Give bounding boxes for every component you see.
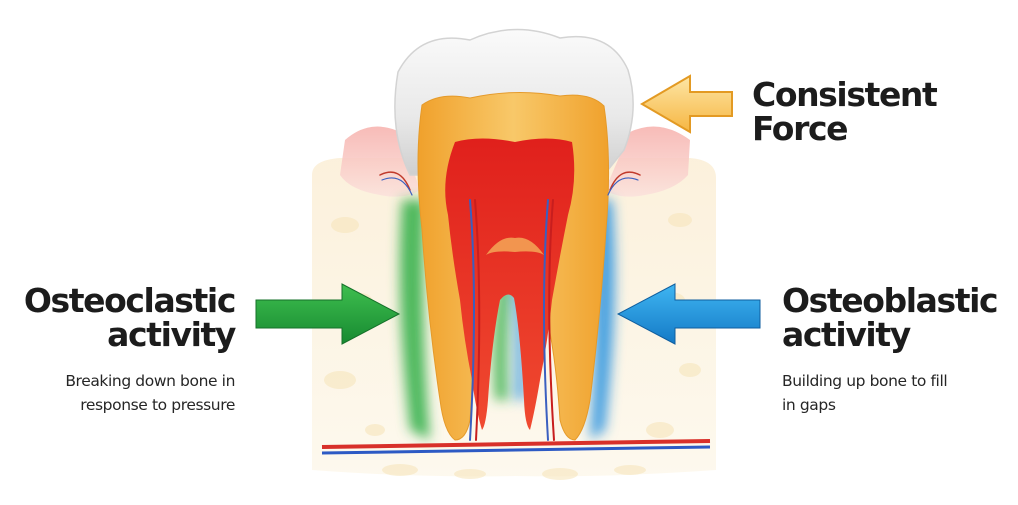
osteoclastic-line2: activity bbox=[107, 315, 236, 354]
force-arrow-icon bbox=[640, 74, 733, 134]
base-vessels bbox=[321, 439, 711, 455]
arrow-left-icon bbox=[616, 283, 761, 345]
arrow-right-icon bbox=[255, 283, 401, 345]
force-line2: Force bbox=[752, 109, 849, 148]
force-line1: Consistent bbox=[752, 75, 938, 114]
osteoblastic-heading: Osteoblastic activity bbox=[782, 281, 999, 354]
blood-vessels bbox=[379, 171, 641, 441]
osteoblastic-desc1: Building up bone to fill bbox=[782, 372, 948, 390]
pulp bbox=[445, 138, 575, 430]
osteoblastic-line1: Osteoblastic bbox=[782, 281, 999, 320]
osteoblastic-line2: activity bbox=[782, 315, 911, 354]
osteoclastic-description: Breaking down bone in response to pressu… bbox=[5, 369, 235, 417]
osteoblastic-description: Building up bone to fill in gaps bbox=[782, 369, 1002, 417]
osteoclastic-desc1: Breaking down bone in bbox=[65, 372, 235, 390]
osteoclastic-line1: Osteoclastic bbox=[23, 281, 237, 320]
osteoclastic-desc2: response to pressure bbox=[80, 396, 235, 414]
osteoclastic-heading: Osteoclastic activity bbox=[23, 281, 237, 354]
consistent-force-label: Consistent Force bbox=[752, 75, 938, 148]
osteoblastic-desc2: in gaps bbox=[782, 396, 836, 414]
